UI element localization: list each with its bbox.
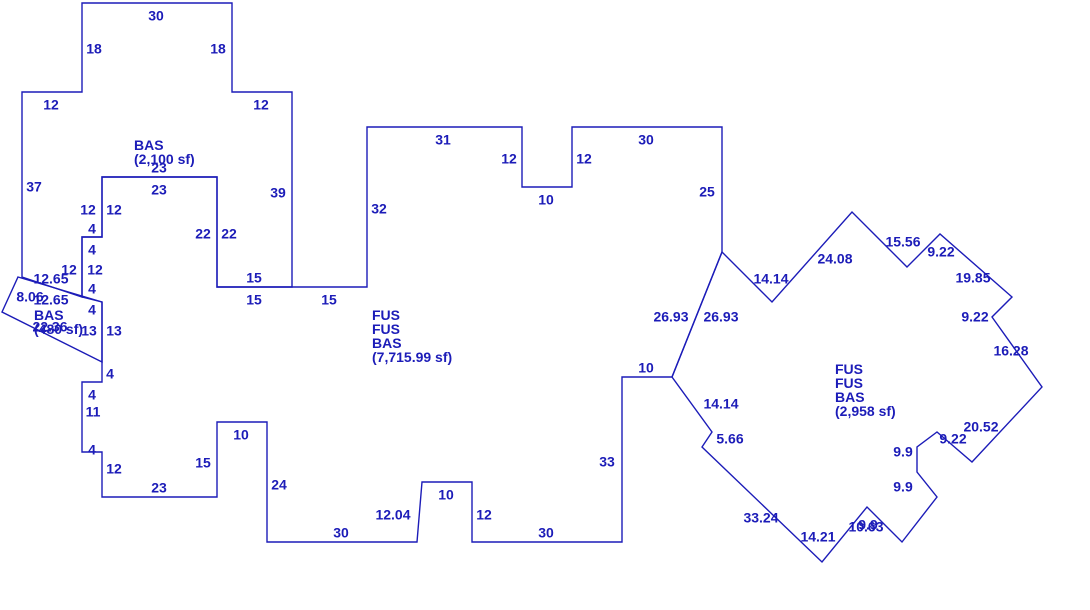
dimension-label: 15 [195,455,211,471]
area-value: (2,100 sf) [134,151,195,167]
dimension-label: 12 [80,202,96,218]
dimension-label: 18 [210,41,226,57]
dimension-label: 26.93 [703,309,738,325]
dimension-label: 4 [106,366,114,382]
area-label-bas-480: BAS(480 sf) [34,307,83,337]
dimension-label: 9.22 [927,244,954,260]
dimension-label: 12 [43,97,59,113]
dimension-label: 4 [88,281,96,297]
dimension-label: 23 [151,480,167,496]
dimension-label: 5.66 [716,431,743,447]
dimension-label: 14.14 [753,271,788,287]
dimension-label: 20.52 [963,419,998,435]
dimension-label: 10 [438,487,454,503]
dimension-label: 26.93 [653,309,688,325]
dimension-label: 10.63 [848,519,883,535]
dimension-label: 22 [195,226,211,242]
dimension-label: 12.04 [375,507,410,523]
dimension-label: 12 [87,262,103,278]
area-label-bas-2100: BAS(2,100 sf) [134,137,195,167]
area-code: FUS [835,361,863,377]
dimension-label: 4 [88,302,96,318]
dimension-label: 22.36 [32,319,67,335]
dimension-label: 30 [333,525,349,541]
area-code: FUS [372,307,400,323]
area-code: FUS [372,321,400,337]
dimension-label: 9.9 [893,444,913,460]
area-code: BAS [134,137,164,153]
dimension-label: 12 [501,151,517,167]
dimension-label: 4 [88,242,96,258]
dimension-label: 16.28 [993,343,1028,359]
dimension-label: 8.06 [16,289,43,305]
dimension-label: 30 [638,132,654,148]
dimension-label: 11 [86,404,101,420]
dimension-label: 13 [106,323,122,339]
dimension-label: 15 [246,292,262,308]
dimension-label: 10 [538,192,554,208]
dimension-label: 19.85 [955,270,990,286]
dimension-label: 32 [371,201,387,217]
dimension-label: 24 [271,477,287,493]
dimension-label: 14.21 [800,529,835,545]
dimension-label: 15 [246,270,262,286]
dimension-label: 12.65 [33,292,68,308]
dimension-label: 22 [221,226,237,242]
area-value: (480 sf) [34,321,83,337]
dimension-label: 9.9 [893,479,913,495]
dimension-label: 9.9 [858,517,878,533]
dimension-label: 30 [538,525,554,541]
dimension-label: 23 [151,182,167,198]
dimension-label: 12 [576,151,592,167]
area-value: (7,715.99 sf) [372,349,452,365]
dimension-label: 12 [476,507,492,523]
dimension-label: 25 [699,184,715,200]
area-code: FUS [835,375,863,391]
dimension-label: 12.65 [33,271,68,287]
dimension-label: 15.56 [885,234,920,250]
dimension-label: 18 [86,41,102,57]
area-code: BAS [372,335,402,351]
dimension-label: 4 [88,387,96,403]
dimension-label: 10 [638,360,654,376]
dimension-label: 30 [148,8,164,24]
outline-fus-fus-bas-7715-sf [81,126,723,543]
dimension-label: 33 [599,454,615,470]
dimension-label: 12 [106,461,122,477]
dimension-label: 23 [151,160,167,176]
dimension-label: 39 [270,185,286,201]
dimension-label: 4 [88,221,96,237]
dimension-label: 10 [233,427,249,443]
dimension-label: 9.22 [961,309,988,325]
dimension-label: 12 [61,262,77,278]
dimension-label: 13 [81,323,97,339]
area-label-group: BAS(2,100 sf)BAS(480 sf)FUSFUSBAS(7,715.… [34,137,896,419]
area-value: (2,958 sf) [835,403,896,419]
dimension-label: 33.24 [743,510,778,526]
outline-fus-fus-bas-2958-sf [671,210,1043,564]
dimension-label: 24.08 [817,251,852,267]
dimension-label: 4 [88,442,96,458]
dimension-label: 37 [26,179,42,195]
area-code: BAS [835,389,865,405]
area-code: BAS [34,307,64,323]
dimension-label: 31 [435,132,451,148]
dimension-label: 12 [253,97,269,113]
dimension-label: 12 [106,202,122,218]
dimension-label: 14.14 [703,396,738,412]
dimension-label: 15 [321,292,337,308]
dimension-label: 9.22 [939,431,966,447]
outline-group [1,2,1043,564]
